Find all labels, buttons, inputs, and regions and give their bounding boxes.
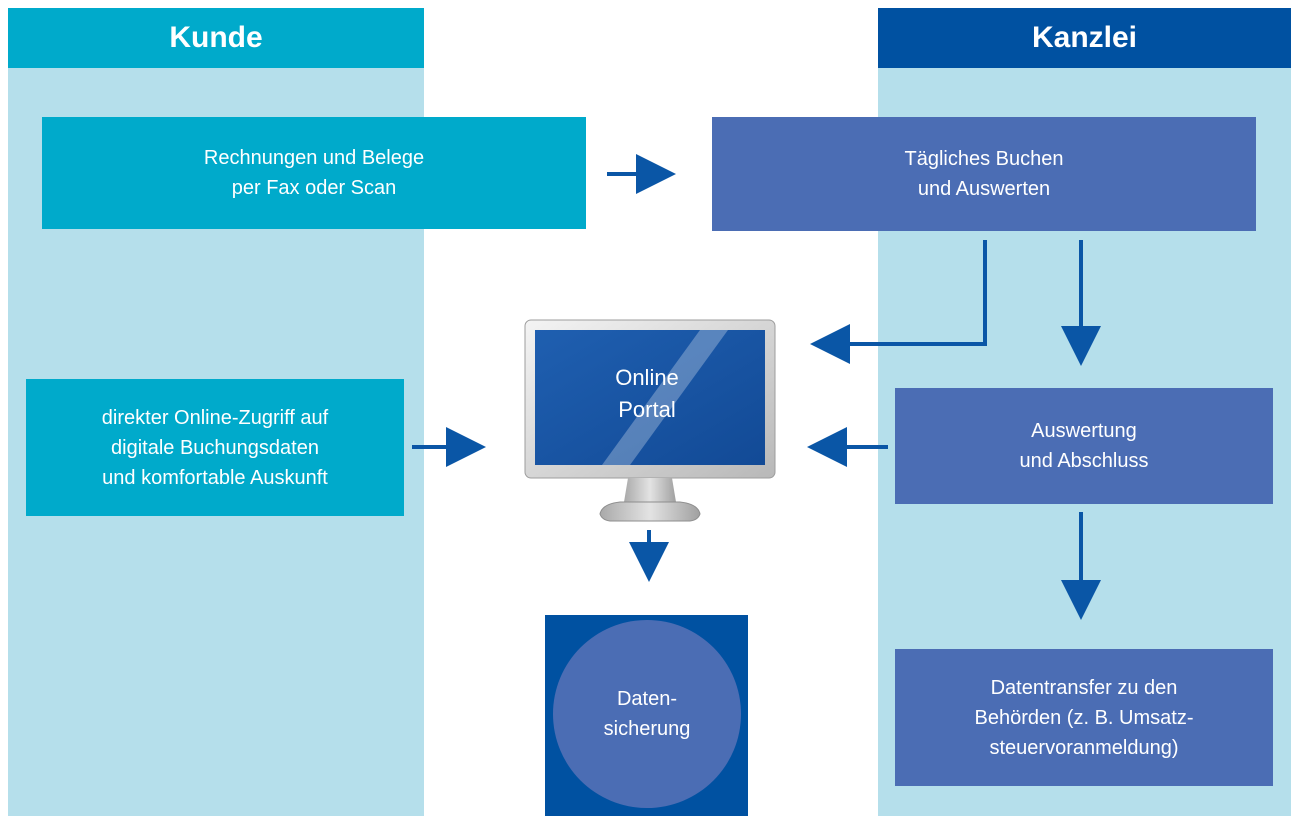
buchen-box: Tägliches Buchen und Auswerten — [712, 117, 1256, 231]
kunde-header: Kunde — [8, 8, 424, 68]
kanzlei-title: Kanzlei — [1031, 21, 1138, 54]
datentransfer-line-3: steuervoranmeldung) — [989, 736, 1179, 759]
buchen-line-1: Tägliches Buchen — [904, 148, 1064, 170]
datensicherung-circle: Daten- sicherung — [553, 620, 741, 808]
monitor-base — [599, 501, 701, 522]
auswertung-line-2: und Abschluss — [1019, 450, 1149, 472]
kanzlei-header: Kanzlei — [878, 8, 1291, 68]
datentransfer-line-2: Behörden (z. B. Umsatz- — [974, 706, 1194, 729]
zugriff-line-2: digitale Buchungsdaten — [111, 436, 319, 459]
online-zugriff-box: direkter Online-Zugriff auf digitale Buc… — [26, 379, 404, 516]
datentransfer-line-1: Datentransfer zu den — [990, 676, 1178, 699]
kunde-title: Kunde — [169, 21, 263, 54]
monitor-screen — [535, 330, 765, 465]
monitor-neck — [624, 478, 676, 502]
portal-line-1: Online — [615, 365, 679, 390]
datensicherung-line-2: sicherung — [603, 718, 691, 740]
zugriff-line-1: direkter Online-Zugriff auf — [101, 406, 329, 429]
datentransfer-box: Datentransfer zu den Behörden (z. B. Ums… — [895, 649, 1273, 786]
buchen-line-2: und Auswerten — [917, 178, 1051, 200]
rechnungen-box: Rechnungen und Belege per Fax oder Scan — [42, 117, 586, 229]
zugriff-line-3: und komfortable Auskunft — [102, 466, 328, 489]
portal-line-2: Portal — [618, 397, 675, 422]
rechnungen-line-1: Rechnungen und Belege — [203, 147, 425, 169]
auswertung-box: Auswertung und Abschluss — [895, 388, 1273, 504]
rechnungen-line-2: per Fax oder Scan — [231, 177, 397, 199]
datensicherung-line-1: Daten- — [616, 688, 678, 710]
auswertung-line-1: Auswertung — [1031, 420, 1137, 442]
arrow-buchen-to-portal — [810, 240, 987, 364]
monitor-glare — [602, 330, 728, 465]
